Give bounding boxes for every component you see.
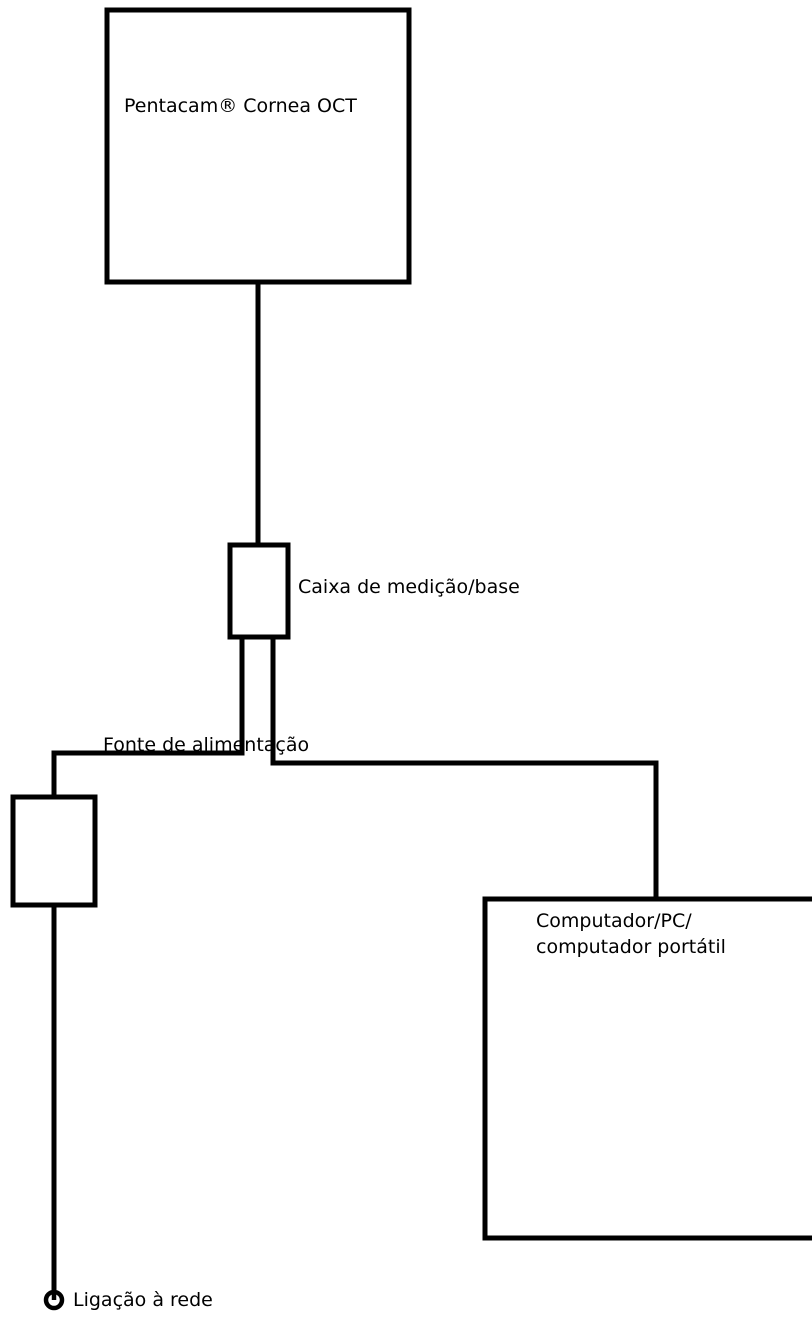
computer-box: [482, 896, 812, 1241]
computer-label: Computador/PC/ computador portátil: [536, 908, 726, 960]
power-supply-label: Fonte de alimentação: [103, 734, 310, 756]
computer-label-line2: computador portátil: [536, 936, 726, 958]
device-label: Pentacam® Cornea OCT: [124, 95, 357, 117]
measurement-box-label: Caixa de medição/base: [298, 576, 520, 598]
computer-label-line1: Computador/PC/: [536, 910, 692, 932]
mains-connection-label: Ligação à rede: [73, 1289, 213, 1311]
power-supply-box: [10, 794, 98, 908]
box-to-computer-cable: [270, 637, 659, 899]
device-box: [104, 7, 412, 285]
measurement-box: [227, 542, 291, 640]
power-plug-icon: [43, 1289, 65, 1311]
box-to-psu-cable: [51, 637, 245, 797]
